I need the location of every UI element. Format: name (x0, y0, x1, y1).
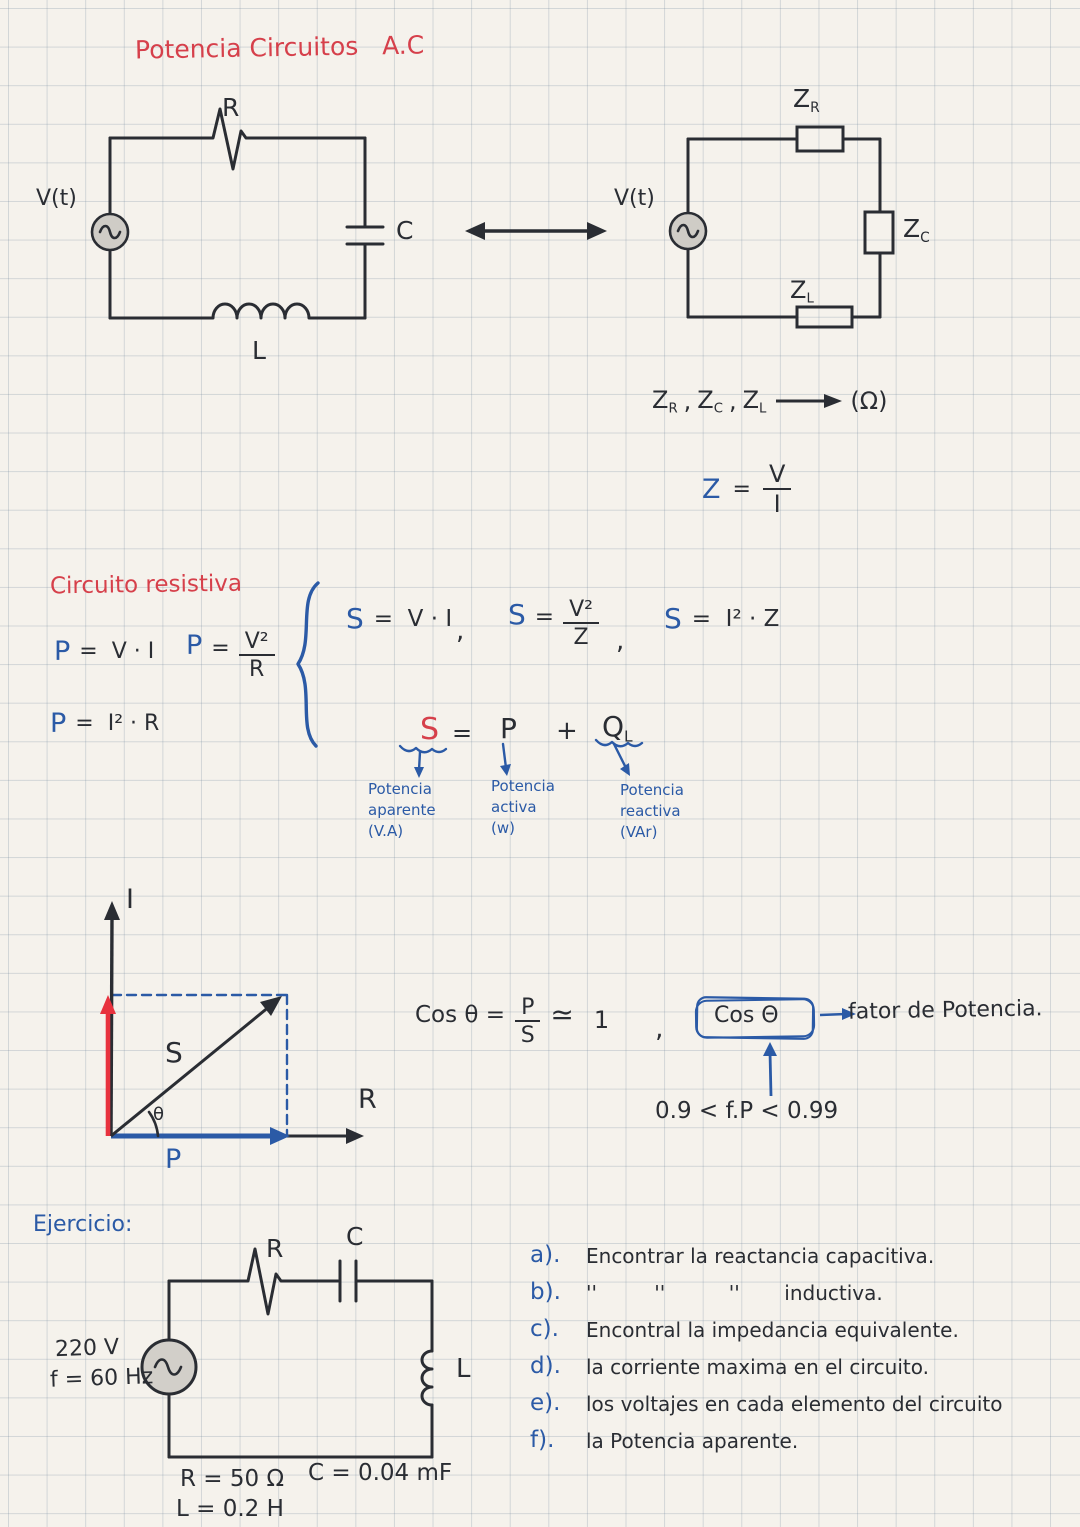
exercise-item: e). los voltajes en cada elemento del ci… (530, 1390, 1003, 1416)
formula-s2: S = V² Z (508, 598, 599, 650)
exercise-item: c). Encontral la impedancia equivalente. (530, 1316, 959, 1342)
plus: + (556, 716, 578, 746)
cos-theta-box (694, 996, 816, 1040)
comma: , (456, 616, 465, 646)
exercise-inductor-label: L (456, 1354, 471, 1384)
z-symbol: Z (702, 474, 721, 506)
right-source-label: V(t) (614, 186, 655, 211)
reactive-power-symbol: QL (602, 710, 633, 746)
ohm-unit: (Ω) (850, 387, 888, 416)
equals: = (452, 719, 473, 747)
curly-brace-icon (296, 581, 320, 748)
exercise-item-list: a). Encontrar la reactancia capacitiva. … (530, 1242, 1075, 1464)
value-resistance: R = 50 Ω (180, 1466, 285, 1492)
zr-item: ZR (652, 386, 678, 417)
page-title: Potencia Circuitos A.C (134, 30, 425, 65)
arrow-up-icon (763, 1042, 777, 1097)
right-circuit-diagram (668, 125, 895, 329)
power-factor-range: 0.9 < f.P < 0.99 (655, 1098, 839, 1124)
exercise-capacitor-label: C (346, 1222, 364, 1251)
formula-s1: S = V · I (346, 602, 453, 635)
resistor-symbol (108, 107, 367, 171)
left-inductor-label: L (252, 336, 266, 365)
exercise-item: d). la corriente maxima en el circuito. (530, 1353, 929, 1379)
exercise-circuit-diagram (140, 1247, 434, 1459)
label-active-power: Potencia activa (w) (491, 777, 555, 837)
phasor-p-label: P (165, 1144, 182, 1175)
zr-label: ZR (793, 84, 820, 116)
zl-item: ZL (742, 386, 767, 417)
source-frequency-label: f = 60 Hz (49, 1364, 154, 1393)
underbrace-arrows (398, 738, 644, 778)
value-capacitance: C = 0.04 mF (308, 1460, 453, 1486)
left-capacitor-label: C (396, 216, 414, 245)
exercise-heading: Ejercicio: (33, 1212, 133, 1237)
inductor-symbol (420, 1349, 434, 1407)
capacitor-symbol (338, 1259, 358, 1303)
label-apparent-power: Potencia aparente (V.A) (368, 780, 436, 840)
left-resistor-label: R (222, 93, 240, 122)
phasor-r-label: R (358, 1084, 377, 1115)
formula-p3: P = I² · R (50, 708, 160, 739)
phasor-i-label: I (126, 884, 134, 915)
capacitor-symbol (345, 225, 385, 246)
power-factor-name: fator de Potencia. (847, 996, 1043, 1025)
cos-theta-boxed: Cos Θ (714, 1003, 779, 1028)
formula-p2: P = V² R (186, 630, 275, 682)
impedance-box-zr (795, 125, 845, 153)
equivalence-arrow-icon (465, 222, 607, 240)
impedance-box-zc (863, 210, 895, 255)
exercise-item: a). Encontrar la reactancia capacitiva. (530, 1242, 935, 1268)
section-heading-resistive: Circuito resistiva (49, 570, 243, 600)
impedance-units-line: ZR , ZC , ZL (Ω) (652, 386, 888, 417)
phasor-theta-label: θ (153, 1104, 165, 1125)
comma: , (616, 626, 625, 656)
value-inductance: L = 0.2 H (176, 1496, 284, 1522)
exercise-resistor-label: R (266, 1234, 284, 1263)
exercise-item: b). '' '' '' inductiva. (530, 1279, 883, 1305)
impedance-box-zl (795, 305, 854, 329)
zc-item: ZC (697, 386, 723, 417)
phasor-s-label: S (165, 1036, 183, 1069)
impedance-formula: Z = V I (702, 461, 792, 518)
resistor-symbol (167, 1247, 340, 1316)
formula-s3: S = I² · Z (664, 602, 780, 635)
active-power-symbol: P (500, 712, 517, 745)
formula-p1: P = V · I (54, 636, 155, 667)
left-circuit-diagram (90, 107, 385, 320)
zc-label: ZC (903, 214, 930, 246)
exercise-item: f). la Potencia aparente. (530, 1427, 799, 1453)
right-arrow-icon (776, 394, 843, 409)
zl-label: ZL (790, 276, 814, 307)
label-reactive-power: Potencia reactiva (VAr) (620, 781, 684, 841)
arrow-right-icon (819, 1008, 856, 1020)
phasor-diagram (100, 901, 364, 1145)
apparent-power-symbol: S (420, 712, 440, 747)
power-factor-formula: Cos θ = P S ≃ 1 , (415, 995, 664, 1048)
source-voltage-label: 220 V (54, 1334, 120, 1363)
left-source-label: V(t) (36, 186, 77, 211)
inductor-symbol (108, 302, 367, 320)
